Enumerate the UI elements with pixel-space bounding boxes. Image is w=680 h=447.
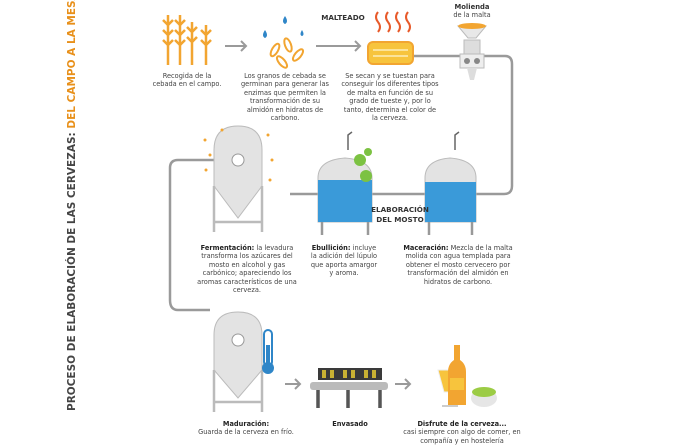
wheat-icon — [162, 15, 212, 65]
beer-and-tapas-icon — [437, 345, 497, 407]
maturation-title: Maduración: — [222, 420, 270, 428]
boiling-desc: incluye la adición del lúpulo que aporta… — [310, 244, 378, 278]
mashing-desc: Mezcla de la malta molida con agua templ… — [405, 244, 513, 286]
boiling-title: Ebullición: — [311, 244, 351, 252]
step-mashing-text: Maceración: Mezcla de la malta molida co… — [402, 244, 514, 286]
toasting-malt-icon — [367, 11, 414, 65]
mashing-title: Maceración: — [403, 244, 449, 252]
step-maturation-text: Maduración:Guarda de la cerveza en frío. — [196, 420, 296, 437]
step-enjoy-text: Disfrute de la cerveza...casi siempre co… — [402, 420, 522, 445]
milling-subtitle: de la malta — [453, 11, 491, 19]
step-toasting-text: Se secan y se tuestan para conseguir los… — [341, 72, 439, 123]
wort-label-line2: DEL MOSTO — [376, 215, 424, 224]
thermometer-icon — [262, 329, 274, 374]
flow-lines — [168, 54, 514, 312]
germinating-grains-icon — [263, 16, 305, 69]
step-germination-text: Los granos de cebada se germinan para ge… — [240, 72, 329, 123]
maturation-desc: Guarda de la cerveza en frío. — [198, 428, 294, 437]
enjoy-desc: casi siempre con algo de comer, en compa… — [403, 428, 521, 445]
wort-label-line1: ELABORACIÓN — [371, 205, 429, 214]
enjoy-title: Disfrute de la cerveza... — [417, 420, 507, 428]
step-bottling-text: Envasado — [315, 420, 385, 428]
fermentation-title: Fermentación: — [200, 244, 255, 252]
step-fermentation-text: Fermentación: la levadura transforma los… — [192, 244, 302, 294]
maturation-tank-icon — [212, 311, 264, 412]
bottling-title: Envasado — [332, 420, 368, 428]
boiling-tank-icon — [317, 131, 373, 235]
mash-tank-icon — [424, 131, 477, 235]
fermentation-desc: la levadura transforma los azúcares del … — [197, 244, 297, 295]
malt-mill-icon — [456, 23, 488, 80]
arrows — [225, 40, 412, 390]
fermentation-tank-icon — [203, 125, 274, 232]
bottling-conveyor-icon — [310, 368, 388, 408]
milling-title: Molienda — [454, 3, 490, 11]
step-boiling-text: Ebullición: incluye la adición del lúpul… — [310, 244, 378, 278]
malting-label: MALTEADO — [321, 13, 365, 22]
step-harvest-text: Recogida de la cebada en el campo. — [152, 72, 222, 89]
